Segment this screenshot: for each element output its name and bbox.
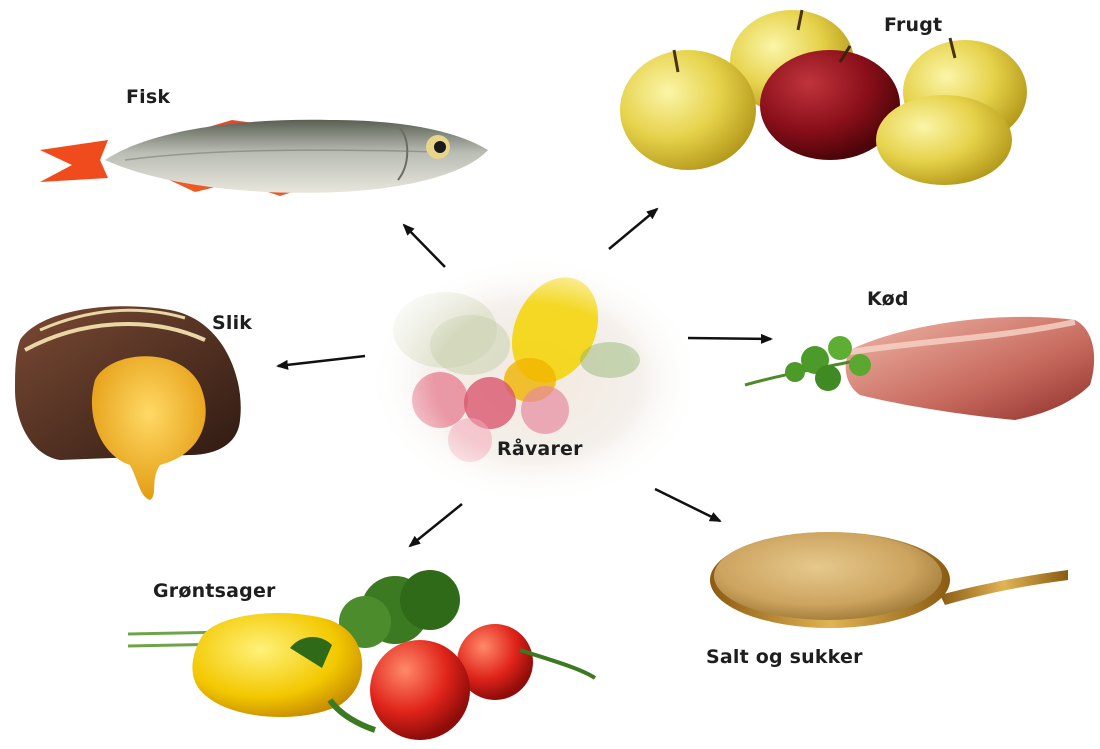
label-ravarer: Råvarer [497,438,583,460]
label-frugt: Frugt [884,14,942,36]
raw-ingredients-photo [353,243,717,517]
meat-photo [745,317,1094,420]
label-kod: Kød [867,288,909,310]
label-salt-og-sukker: Salt og sukker [706,646,863,668]
label-grontsager: Grøntsager [153,580,276,602]
apples-photo [620,10,1027,185]
label-slik: Slik [212,312,252,334]
fish-photo [40,120,488,196]
arrow-to-frugt [609,209,657,249]
arrow-to-salt [655,489,720,521]
arrow-to-kod [688,338,771,339]
arrow-to-slik [278,356,365,366]
arrow-to-fisk [404,225,445,267]
sugar-spoon-photo [710,532,1068,628]
chocolate-candy-photo [15,306,241,500]
arrow-to-grontsager [410,504,462,546]
label-fisk: Fisk [126,86,170,108]
